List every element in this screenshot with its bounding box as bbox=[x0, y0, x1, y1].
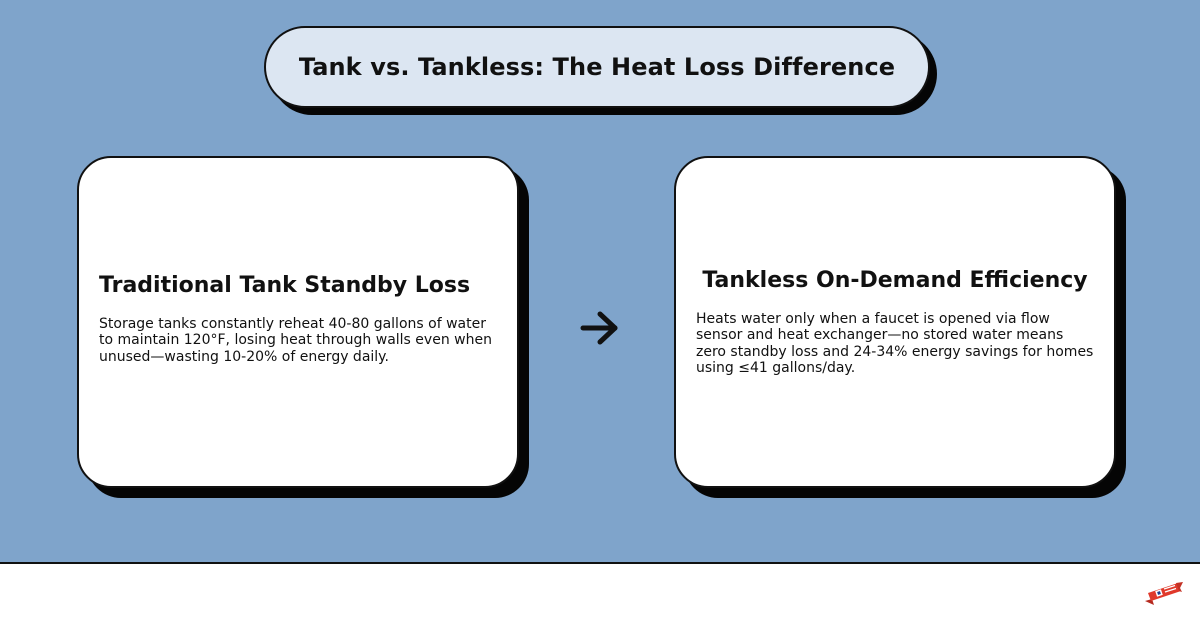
tankless-card: Tankless On-Demand Efficiency Heats wate… bbox=[674, 156, 1116, 488]
tank-card-heading: Traditional Tank Standby Loss bbox=[99, 272, 471, 298]
footer-bar bbox=[0, 562, 1200, 630]
title-banner: Tank vs. Tankless: The Heat Loss Differe… bbox=[264, 26, 930, 108]
tank-card-description: Storage tanks constantly reheat 40-80 ga… bbox=[99, 315, 492, 365]
tankless-card-content: Tankless On-Demand Efficiency Heats wate… bbox=[696, 158, 1094, 486]
arrow-right-icon bbox=[580, 311, 618, 345]
page-title: Tank vs. Tankless: The Heat Loss Differe… bbox=[298, 53, 896, 81]
brand-logo-icon bbox=[1145, 582, 1183, 605]
tankless-card-heading: Tankless On-Demand Efficiency bbox=[702, 267, 1088, 293]
tank-card: Traditional Tank Standby Loss Storage ta… bbox=[77, 156, 519, 488]
diagram-canvas: Tank vs. Tankless: The Heat Loss Differe… bbox=[0, 0, 1200, 562]
tankless-card-description: Heats water only when a faucet is opened… bbox=[696, 310, 1094, 377]
tank-card-content: Traditional Tank Standby Loss Storage ta… bbox=[99, 152, 497, 486]
